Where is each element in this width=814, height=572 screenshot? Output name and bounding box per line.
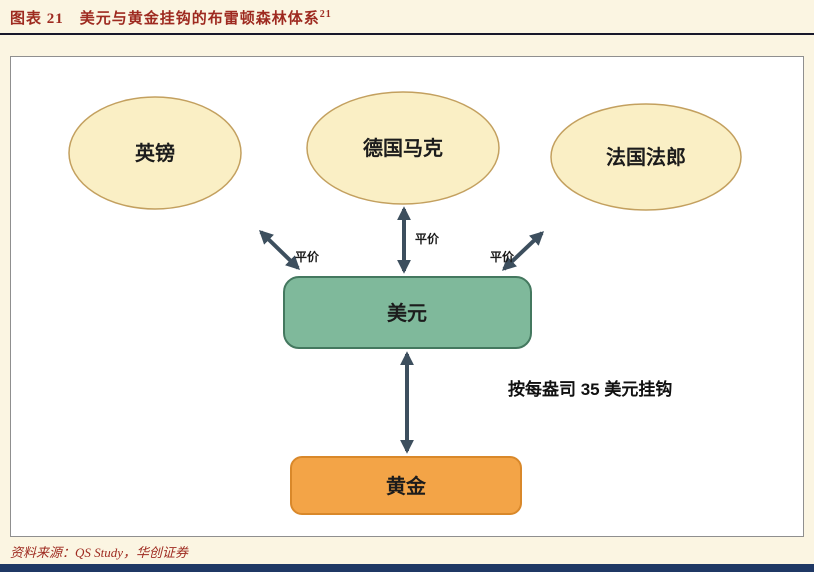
- gold-peg-annotation: 按每盎司 35 美元挂钩: [508, 379, 672, 399]
- mark-node: [306, 91, 500, 205]
- gold-node: [290, 456, 522, 515]
- pound-dollar-arrow-icon: [258, 230, 301, 270]
- source-note: 资料来源：QS Study，华创证券: [10, 545, 189, 560]
- franc-dollar-arrow-icon: [501, 231, 545, 271]
- dollar-node: [283, 276, 532, 349]
- franc-label: 法国法郎: [606, 145, 686, 169]
- parity-label-center: 平价: [415, 232, 440, 246]
- figure-number-label: 图表 21: [10, 11, 64, 27]
- mark-label: 德国马克: [363, 136, 443, 160]
- title-divider: [0, 33, 814, 35]
- diagram-canvas: 英镑 德国马克 法国法郎 美元 黄金 平价 平价 平价 按每盎司 35 美元挂钩: [68, 91, 742, 515]
- figure-title: 图表 21 美元与黄金挂钩的布雷顿森林体系21: [10, 7, 332, 28]
- pound-node: [68, 96, 242, 210]
- footnote-marker: 21: [319, 9, 332, 20]
- gold-label: 黄金: [386, 474, 427, 498]
- parity-label-left: 平价: [295, 250, 320, 264]
- pound-label: 英镑: [135, 141, 175, 165]
- figure-title-text: 美元与黄金挂钩的布雷顿森林体系: [79, 11, 320, 27]
- parity-label-right: 平价: [490, 250, 515, 264]
- bretton-woods-diagram: 英镑 德国马克 法国法郎 美元 黄金 平价 平价 平价 按每盎司 35 美元挂钩: [10, 56, 804, 537]
- franc-node: [550, 103, 742, 211]
- dollar-label: 美元: [387, 301, 427, 325]
- bottom-accent-bar: [0, 564, 814, 572]
